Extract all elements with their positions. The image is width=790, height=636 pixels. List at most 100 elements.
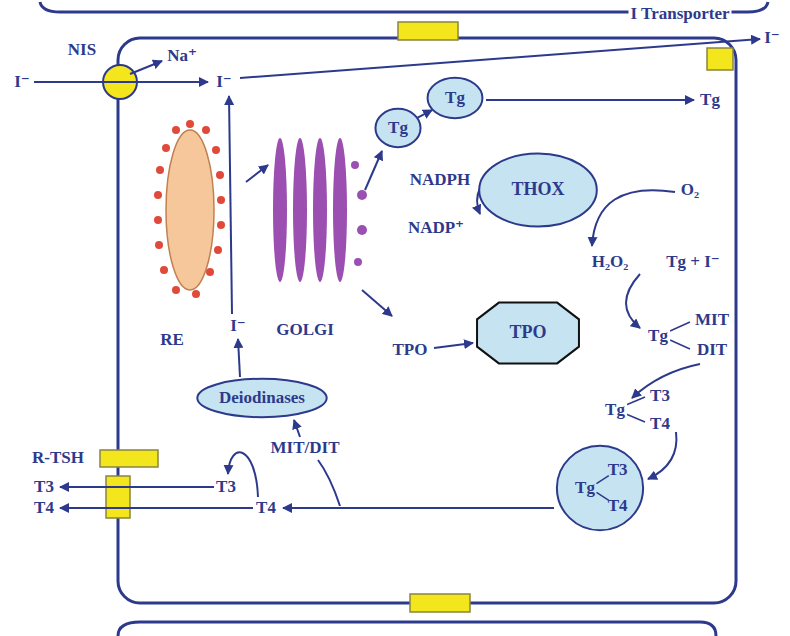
- text-label: MIT/DIT: [269, 439, 342, 458]
- cell-membrane: [118, 38, 736, 603]
- node-text: Tg: [575, 479, 595, 498]
- transport-arrow: [246, 165, 268, 182]
- t3-export-arrow: [60, 486, 214, 488]
- node-text: T4: [608, 496, 628, 515]
- iodide-arrow: [34, 81, 208, 83]
- iodide-release-arrow: [238, 339, 240, 377]
- text-label: I⁻: [762, 29, 782, 48]
- text-label: T4: [254, 499, 278, 518]
- text-label: I⁻: [12, 73, 32, 92]
- ribosome: [186, 120, 194, 128]
- golgi-cisterna: [273, 138, 287, 282]
- tpo-arrow: [434, 343, 473, 348]
- node-text: T3: [608, 461, 628, 480]
- text-label: NIS: [66, 41, 98, 60]
- ribosome: [214, 246, 222, 254]
- mit-dit-branch: [318, 460, 340, 506]
- enzyme-octagon: TPO: [476, 302, 580, 364]
- iodide-efflux-arrow: [240, 39, 760, 78]
- golgi-stack: [273, 138, 367, 282]
- text-label: DIT: [695, 341, 729, 360]
- membrane-protein: [707, 48, 733, 70]
- node-text: THOX: [511, 180, 564, 200]
- arrows: [34, 39, 760, 508]
- bond-mark: [670, 322, 690, 331]
- colloid-droplet-shape: [557, 446, 643, 530]
- golgi-vesicle: [357, 225, 367, 235]
- text-label: I⁻: [228, 317, 248, 336]
- endocytosis-arrow: [648, 432, 676, 479]
- mit-dit-arrow: [294, 420, 300, 437]
- text-label: Na⁺: [165, 47, 199, 66]
- thyroglobulin-vesicle: Tg: [375, 108, 421, 148]
- text-label: H₂O₂: [590, 253, 631, 272]
- text-label: MIT: [693, 311, 731, 330]
- text-label: NADPH: [408, 171, 472, 190]
- text-label: T3: [32, 478, 56, 497]
- thyroglobulin-vesicle-shape: [375, 109, 420, 147]
- colloid-droplet: Tg T3T4: [556, 444, 644, 532]
- text-label: T4: [32, 499, 56, 518]
- ribosome: [206, 268, 214, 276]
- text-label: TPO: [391, 341, 430, 360]
- golgi-vesicle: [357, 190, 367, 200]
- release-arrow: [283, 507, 554, 509]
- colloid-droplet-outline: [556, 444, 644, 532]
- membrane-protein: [106, 476, 130, 518]
- bond-mark: [626, 414, 645, 422]
- text-label: Tg: [603, 401, 627, 420]
- ribosome: [160, 266, 168, 274]
- thyroglobulin-vesicle: Tg: [427, 77, 483, 119]
- bond-mark: [670, 340, 690, 349]
- bond-mark: [626, 397, 645, 405]
- sodium-arrow: [130, 61, 162, 74]
- golgi-cisterna: [293, 138, 307, 282]
- ribosome: [155, 241, 163, 249]
- text-label: I⁻: [214, 73, 234, 92]
- text-label: GOLGI: [274, 321, 336, 340]
- membrane-protein: [398, 22, 458, 40]
- secretion-arrow: [486, 99, 694, 101]
- ribosome: [172, 286, 180, 294]
- text-label: R-TSH: [30, 449, 86, 468]
- flow-arrow: [418, 110, 432, 118]
- text-label: I Transporter: [628, 5, 731, 24]
- text-label: T3: [214, 478, 238, 497]
- node-text: Tg: [445, 89, 465, 108]
- iodination-arrow: [626, 274, 640, 328]
- text-label: O₂: [679, 181, 701, 200]
- ribosome: [192, 290, 200, 298]
- enzyme-ellipse-shape: [197, 379, 326, 417]
- enzyme-octagon-shape: [477, 303, 579, 364]
- golgi-vesicle: [354, 258, 362, 266]
- node-text: Tg: [388, 119, 408, 138]
- ribosomes: [154, 120, 225, 298]
- ribosome: [172, 126, 180, 134]
- transport-arrow: [365, 151, 382, 190]
- golgi-vesicle: [351, 161, 359, 169]
- ribosome: [154, 191, 162, 199]
- text-label: T3: [648, 387, 672, 406]
- golgi-cisterna: [333, 138, 347, 282]
- text-label: Tg + I⁻: [664, 253, 722, 272]
- ribosome: [216, 171, 224, 179]
- node-text: Deiodinases: [219, 389, 305, 408]
- ribosome: [162, 144, 170, 152]
- bond-marks: [626, 322, 690, 422]
- iodide-recycle-arrow: [229, 96, 232, 314]
- bond-mark: [596, 492, 608, 500]
- text-label: T4: [648, 415, 672, 434]
- enzyme-ellipse: Deiodinases: [196, 378, 328, 418]
- enzyme-ellipse-shape: [479, 154, 597, 227]
- node-text: TPO: [509, 323, 546, 343]
- text-label: Tg: [698, 91, 722, 110]
- oxygen-arrow: [592, 190, 675, 246]
- ribosome: [202, 126, 210, 134]
- transport-arrow: [362, 290, 392, 316]
- ribosome: [217, 221, 225, 229]
- ribosome: [156, 166, 164, 174]
- text-label: RE: [158, 331, 186, 350]
- membrane-protein: [100, 450, 158, 467]
